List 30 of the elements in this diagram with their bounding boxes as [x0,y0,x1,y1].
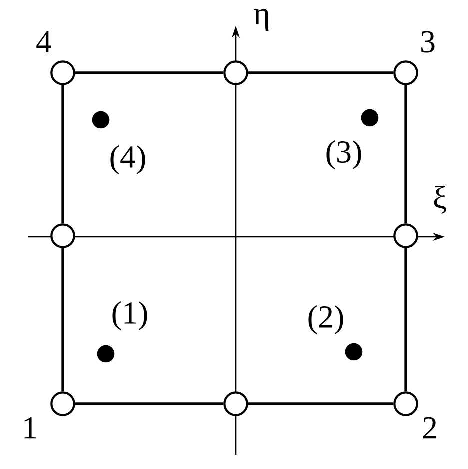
element-edge [404,248,408,392]
node-circle [50,60,76,86]
axis-label: η [254,9,269,31]
node-number: 2 [423,417,436,439]
element-edge [404,85,408,224]
node-number: 3 [422,31,435,53]
node-circle [224,60,248,86]
node-number: (3) [326,140,362,170]
node-circle [394,392,418,416]
node-number: 1 [24,417,36,439]
node-number: 4 [36,31,52,53]
integration-point [361,109,379,127]
node-circle [50,392,76,416]
element-edge [62,248,64,392]
integration-point [345,343,363,361]
node-number: (2) [308,306,344,335]
node-circle [224,392,248,416]
axis-label: ξ [434,186,446,214]
node-circle [394,224,418,248]
element-edge [75,72,224,74]
integration-point [97,345,115,363]
node-number: (1) [112,302,148,331]
element-edge [62,85,64,224]
node-circle [50,224,76,248]
integration-point [92,111,110,129]
node-circle [394,60,418,86]
element-edge [248,402,394,406]
element-edge [75,402,224,406]
element-edge [248,72,394,74]
node-number: (4) [110,146,146,175]
